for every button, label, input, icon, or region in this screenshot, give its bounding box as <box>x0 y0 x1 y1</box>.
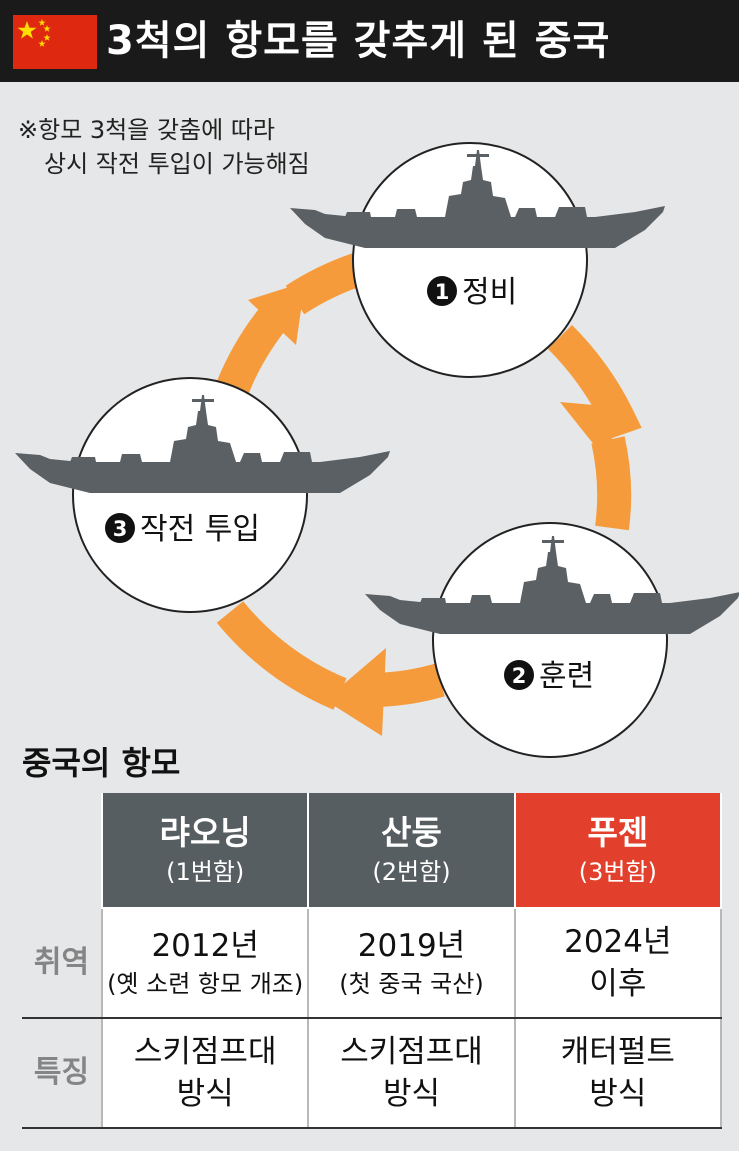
cycle-step-2: 2 훈련 <box>365 522 739 758</box>
header-bar: 3척의 항모를 갖추게 된 중국 <box>0 0 739 82</box>
cell-main: 2012년 <box>151 928 259 964</box>
cycle-step-1: 1 정비 <box>290 142 665 378</box>
cell-sub: (첫 중국 국산) <box>339 970 484 998</box>
cycle-arrow-1-to-2 <box>547 324 642 531</box>
aircraft-carrier-icon <box>15 395 390 493</box>
table-title: 중국의 항모 <box>22 744 181 782</box>
column-header-fujian: 푸젠 (3번함) <box>513 793 723 909</box>
cell-line2: 방식 <box>176 1076 234 1112</box>
row-label: 취역 <box>22 908 103 1019</box>
note-line-2: 상시 작전 투입이 가능해짐 <box>44 150 310 178</box>
cell-line2: 이후 <box>589 966 647 1002</box>
cell-main: 스키점프대 <box>340 1034 483 1070</box>
cell-line2: 방식 <box>382 1076 441 1112</box>
cycle-arrow-3-to-1 <box>211 251 368 406</box>
column-sub: (2번함) <box>372 858 451 886</box>
cell-sub: (옛 소련 항모 개조) <box>107 970 304 998</box>
step-1-number: 1 <box>435 280 450 304</box>
step-3-label: 작전 투입 <box>140 512 260 547</box>
table-cell: 스키점프대 방식 <box>102 1018 310 1129</box>
page-title: 3척의 항모를 갖추게 된 중국 <box>106 18 611 64</box>
cell-main: 스키점프대 <box>133 1034 277 1070</box>
note-text: ※항모 3척을 갖춤에 따라 상시 작전 투입이 가능해짐 <box>18 113 310 181</box>
aircraft-carrier-icon <box>365 536 739 634</box>
column-name: 푸젠 <box>587 813 649 852</box>
column-header-liaoning: 랴오닝 (1번함) <box>100 793 310 909</box>
table-cell: 2012년 (옛 소련 항모 개조) <box>102 908 310 1019</box>
table-cell: 스키점프대 방식 <box>308 1018 516 1129</box>
column-name: 랴오닝 <box>159 813 251 852</box>
number-badge-1 <box>427 276 457 306</box>
step-2-number: 2 <box>512 664 527 688</box>
cell-line2: 방식 <box>589 1076 647 1112</box>
carrier-cycle-diagram: 1 정비 3 작전 투입 2 훈련 <box>15 142 739 758</box>
table-row-commission: 취역 2012년 (옛 소련 항모 개조) 2019년 (첫 중국 국산) 20… <box>22 908 723 1019</box>
step-2-label: 훈련 <box>539 659 594 694</box>
table-cell: 캐터펄트 방식 <box>514 1018 723 1129</box>
step-3-number: 3 <box>113 517 128 541</box>
column-sub: (3번함) <box>578 858 657 886</box>
china-flag-icon <box>13 15 97 69</box>
cell-main: 2024년 <box>564 924 672 960</box>
carrier-comparison-table: 랴오닝 (1번함) 산둥 (2번함) 푸젠 (3번함) 취역 2012년 (옛 … <box>22 793 723 1129</box>
column-name: 산둥 <box>381 813 442 852</box>
cell-main: 2019년 <box>357 928 466 964</box>
row-label: 특징 <box>22 1018 103 1129</box>
column-sub: (1번함) <box>166 858 245 886</box>
table-header-row: 랴오닝 (1번함) 산둥 (2번함) 푸젠 (3번함) <box>22 793 723 909</box>
table-corner <box>22 793 102 908</box>
number-badge-2 <box>504 660 534 690</box>
cell-main: 캐터펄트 <box>560 1034 675 1070</box>
cycle-arrow-2-to-3 <box>216 601 445 736</box>
table-cell: 2019년 (첫 중국 국산) <box>308 908 516 1019</box>
aircraft-carrier-icon <box>290 150 665 248</box>
table-cell: 2024년 이후 <box>514 908 723 1019</box>
step-1-label: 정비 <box>462 275 517 310</box>
note-line-1: ※항모 3척을 갖춤에 따라 <box>18 116 275 144</box>
cycle-step-3: 3 작전 투입 <box>15 377 390 613</box>
column-header-shandong: 산둥 (2번함) <box>307 793 516 909</box>
number-badge-3 <box>105 513 135 543</box>
table-row-feature: 특징 스키점프대 방식 스키점프대 방식 캐터펄트 방식 <box>22 1018 723 1129</box>
